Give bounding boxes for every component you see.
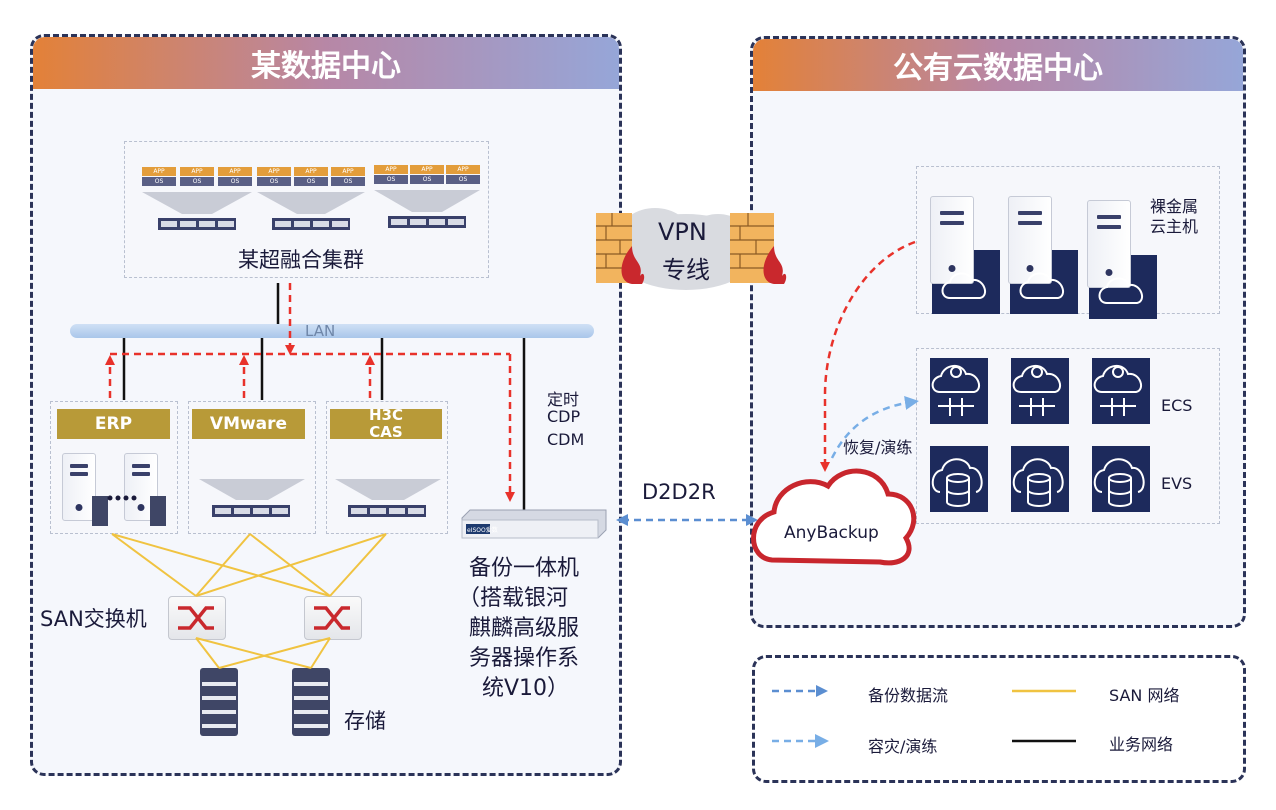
evs-tile-2	[1011, 446, 1069, 512]
legend-backup-flow: 备份数据流	[868, 686, 949, 705]
backup-appliance	[461, 509, 607, 539]
vpn-label-line-1: VPN	[658, 218, 707, 246]
public-cloud-title: 公有云数据中心	[753, 39, 1243, 91]
vpn-tunnel	[614, 208, 758, 290]
d2d2r-label: D2D2R	[642, 480, 716, 504]
backup-flow-lines	[105, 240, 916, 502]
firewall-right-icon	[730, 213, 787, 284]
legend-business-network: 业务网络	[1109, 735, 1174, 754]
lan-bar	[70, 324, 594, 338]
firewall-left-icon	[596, 213, 645, 284]
evs-icons	[931, 458, 1145, 507]
legend-symbols	[772, 685, 1076, 748]
cluster-label: 某超融合集群	[238, 248, 364, 272]
anybackup-label: AnyBackup	[784, 523, 879, 543]
bare-metal-label-line-1: 裸金属	[1150, 197, 1199, 216]
legend-dr-drill: 容灾/演练	[868, 737, 938, 756]
san-switch-label: SAN交换机	[40, 607, 147, 631]
erp-label: ERP	[57, 409, 170, 439]
backup-mode-timed: 定时	[547, 390, 580, 409]
bare-metal-server-2	[1008, 196, 1052, 284]
erp-server-1	[62, 453, 96, 521]
restore-flow-line	[830, 396, 919, 459]
switch-icon-2	[314, 606, 350, 630]
bare-metal-cloud-icons	[941, 272, 1144, 304]
ecs-icons	[931, 365, 1143, 416]
backup-mode-cdm: CDM	[547, 430, 585, 449]
vmware-rack	[199, 479, 305, 517]
evs-tile-1	[930, 446, 988, 512]
storage-label: 存储	[344, 709, 386, 733]
switch-icon-1	[178, 606, 214, 630]
erp-connector-dots	[107, 495, 137, 501]
cluster-rack-group-1	[142, 192, 252, 230]
business-network-lines	[122, 283, 526, 510]
evs-label: EVS	[1161, 474, 1193, 493]
san-switch-2	[304, 596, 362, 640]
cluster-rack-group-3	[374, 190, 480, 228]
storage-unit-2	[292, 668, 330, 736]
appliance-brand: eISOO爱数	[467, 527, 498, 534]
storage-unit-1	[200, 668, 238, 736]
anybackup-cloud	[751, 468, 917, 566]
backup-mode-cdp: CDP	[547, 407, 581, 426]
vmware-label: VMware	[192, 409, 305, 439]
appliance-label-line-3: 麒麟高级服	[469, 616, 580, 641]
h3c-rack	[335, 479, 441, 517]
bare-metal-server-3	[1087, 200, 1131, 288]
legend-san-network: SAN 网络	[1109, 686, 1180, 705]
legend-panel	[752, 655, 1246, 783]
vpn-label-line-2: 专线	[662, 256, 710, 284]
lan-label: LAN	[305, 322, 336, 340]
erp-disk-units	[92, 496, 166, 526]
restore-drill-label: 恢复/演练	[843, 438, 913, 457]
appliance-label-line-1: 备份一体机	[469, 556, 580, 581]
appliance-label-line-4: 务器操作系	[469, 646, 580, 671]
bare-metal-server-1	[930, 196, 974, 284]
left-datacenter-title: 某数据中心	[33, 37, 619, 89]
appliance-label-line-2: （搭载银河	[458, 586, 569, 611]
san-network-lines	[111, 533, 387, 669]
appliance-label-line-5: 统V10）	[482, 676, 570, 701]
bare-metal-label-line-2: 云主机	[1150, 217, 1199, 236]
evs-tile-3	[1092, 446, 1150, 512]
ecs-label: ECS	[1161, 396, 1193, 415]
cluster-rack-group-2	[257, 192, 365, 230]
h3c-cas-label: H3C CAS	[330, 407, 442, 441]
